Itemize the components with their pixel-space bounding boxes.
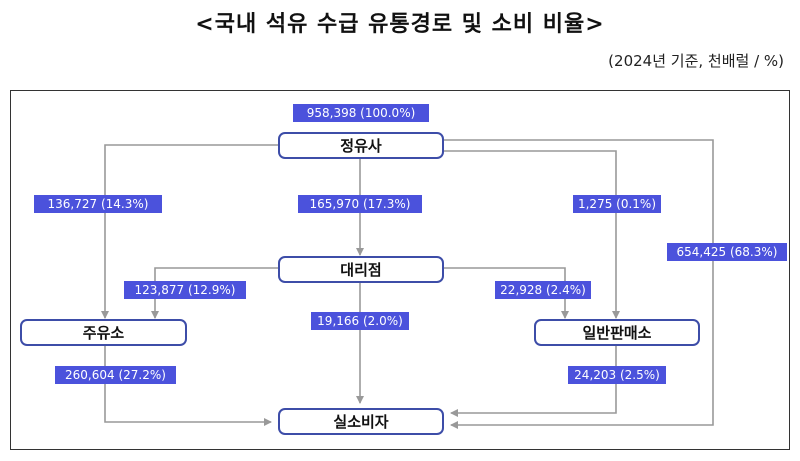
arrow-agency-gas-station	[151, 267, 278, 319]
flow-agency-gas-station-label: 123,877 (12.9%)	[124, 281, 246, 299]
node-agency: 대리점	[278, 256, 444, 283]
node-general-seller: 일반판매소	[534, 319, 700, 346]
flow-refinery-agency-label: 165,970 (17.3%)	[298, 195, 422, 213]
node-gas-station: 주유소	[20, 319, 187, 346]
page-title: <국내 석유 수급 유통경로 및 소비 비율>	[195, 12, 605, 37]
arrow-refinery-gas-station	[101, 144, 278, 319]
flow-agency-consumer-label: 19,166 (2.0%)	[311, 312, 409, 330]
arrow-agency-general-seller	[444, 267, 569, 319]
arrow-refinery-consumer	[444, 139, 714, 429]
diagram-frame	[10, 90, 790, 450]
flow-refinery-general-seller-label: 1,275 (0.1%)	[573, 195, 661, 213]
arrow-refinery-general-seller	[444, 150, 620, 319]
flow-refinery-consumer-label: 654,425 (68.3%)	[667, 243, 787, 261]
flow-agency-general-seller-label: 22,928 (2.4%)	[495, 281, 591, 299]
flow-refinery-gas-station-label: 136,727 (14.3%)	[34, 195, 162, 213]
node-refinery: 정유사	[278, 132, 444, 159]
node-end-consumer: 실소비자	[278, 408, 444, 435]
flow-gas-station-consumer-label: 260,604 (27.2%)	[55, 366, 176, 384]
flow-general-seller-consumer-label: 24,203 (2.5%)	[568, 366, 666, 384]
flow-total-label: 958,398 (100.0%)	[293, 104, 429, 122]
unit-note: (2024년 기준, 천배럴 / %)	[608, 52, 784, 70]
arrow-gas-station-consumer	[104, 346, 272, 426]
